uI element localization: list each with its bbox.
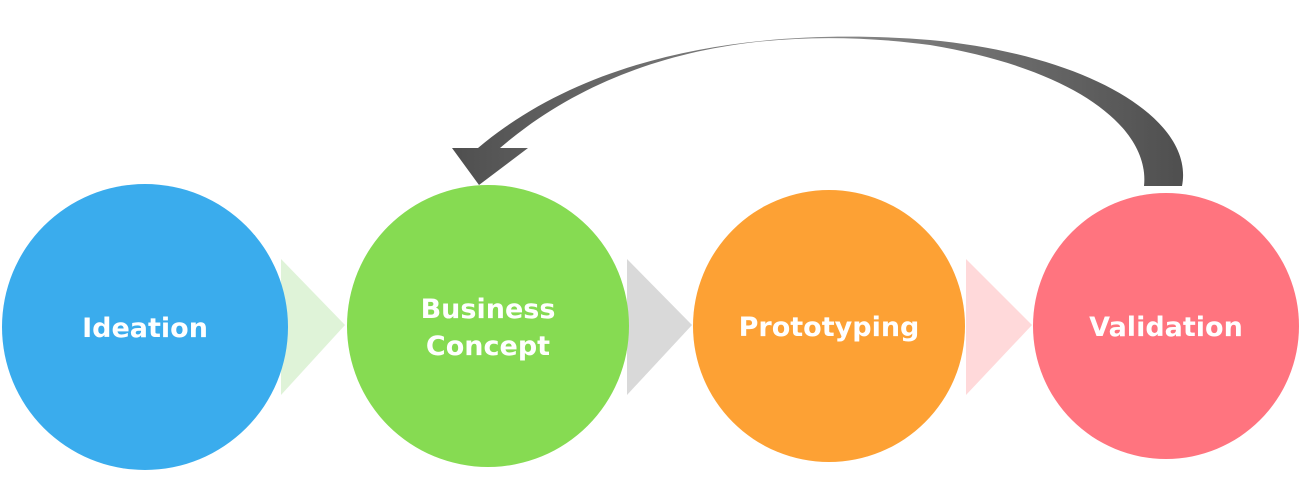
stage-validation: Validation <box>1033 193 1299 459</box>
stage-label: Ideation <box>82 313 208 344</box>
connector-arrow-1 <box>281 259 345 395</box>
stage-label: Business <box>421 294 556 325</box>
stage-circle <box>347 185 629 467</box>
stage-ideation: Ideation <box>2 184 288 470</box>
stage-label: Validation <box>1089 312 1243 343</box>
stage-circle <box>693 190 965 462</box>
feedback-loop-arrow <box>452 36 1184 186</box>
connector-arrow-3 <box>966 259 1032 395</box>
stage-label: Concept <box>426 331 550 362</box>
stage-business-concept: Business Concept <box>347 185 629 467</box>
stage-prototyping: Prototyping <box>693 190 965 462</box>
stage-circle <box>1033 193 1299 459</box>
connector-arrow-2 <box>627 259 692 395</box>
stage-label: Prototyping <box>739 312 920 343</box>
stage-circle <box>2 184 288 470</box>
